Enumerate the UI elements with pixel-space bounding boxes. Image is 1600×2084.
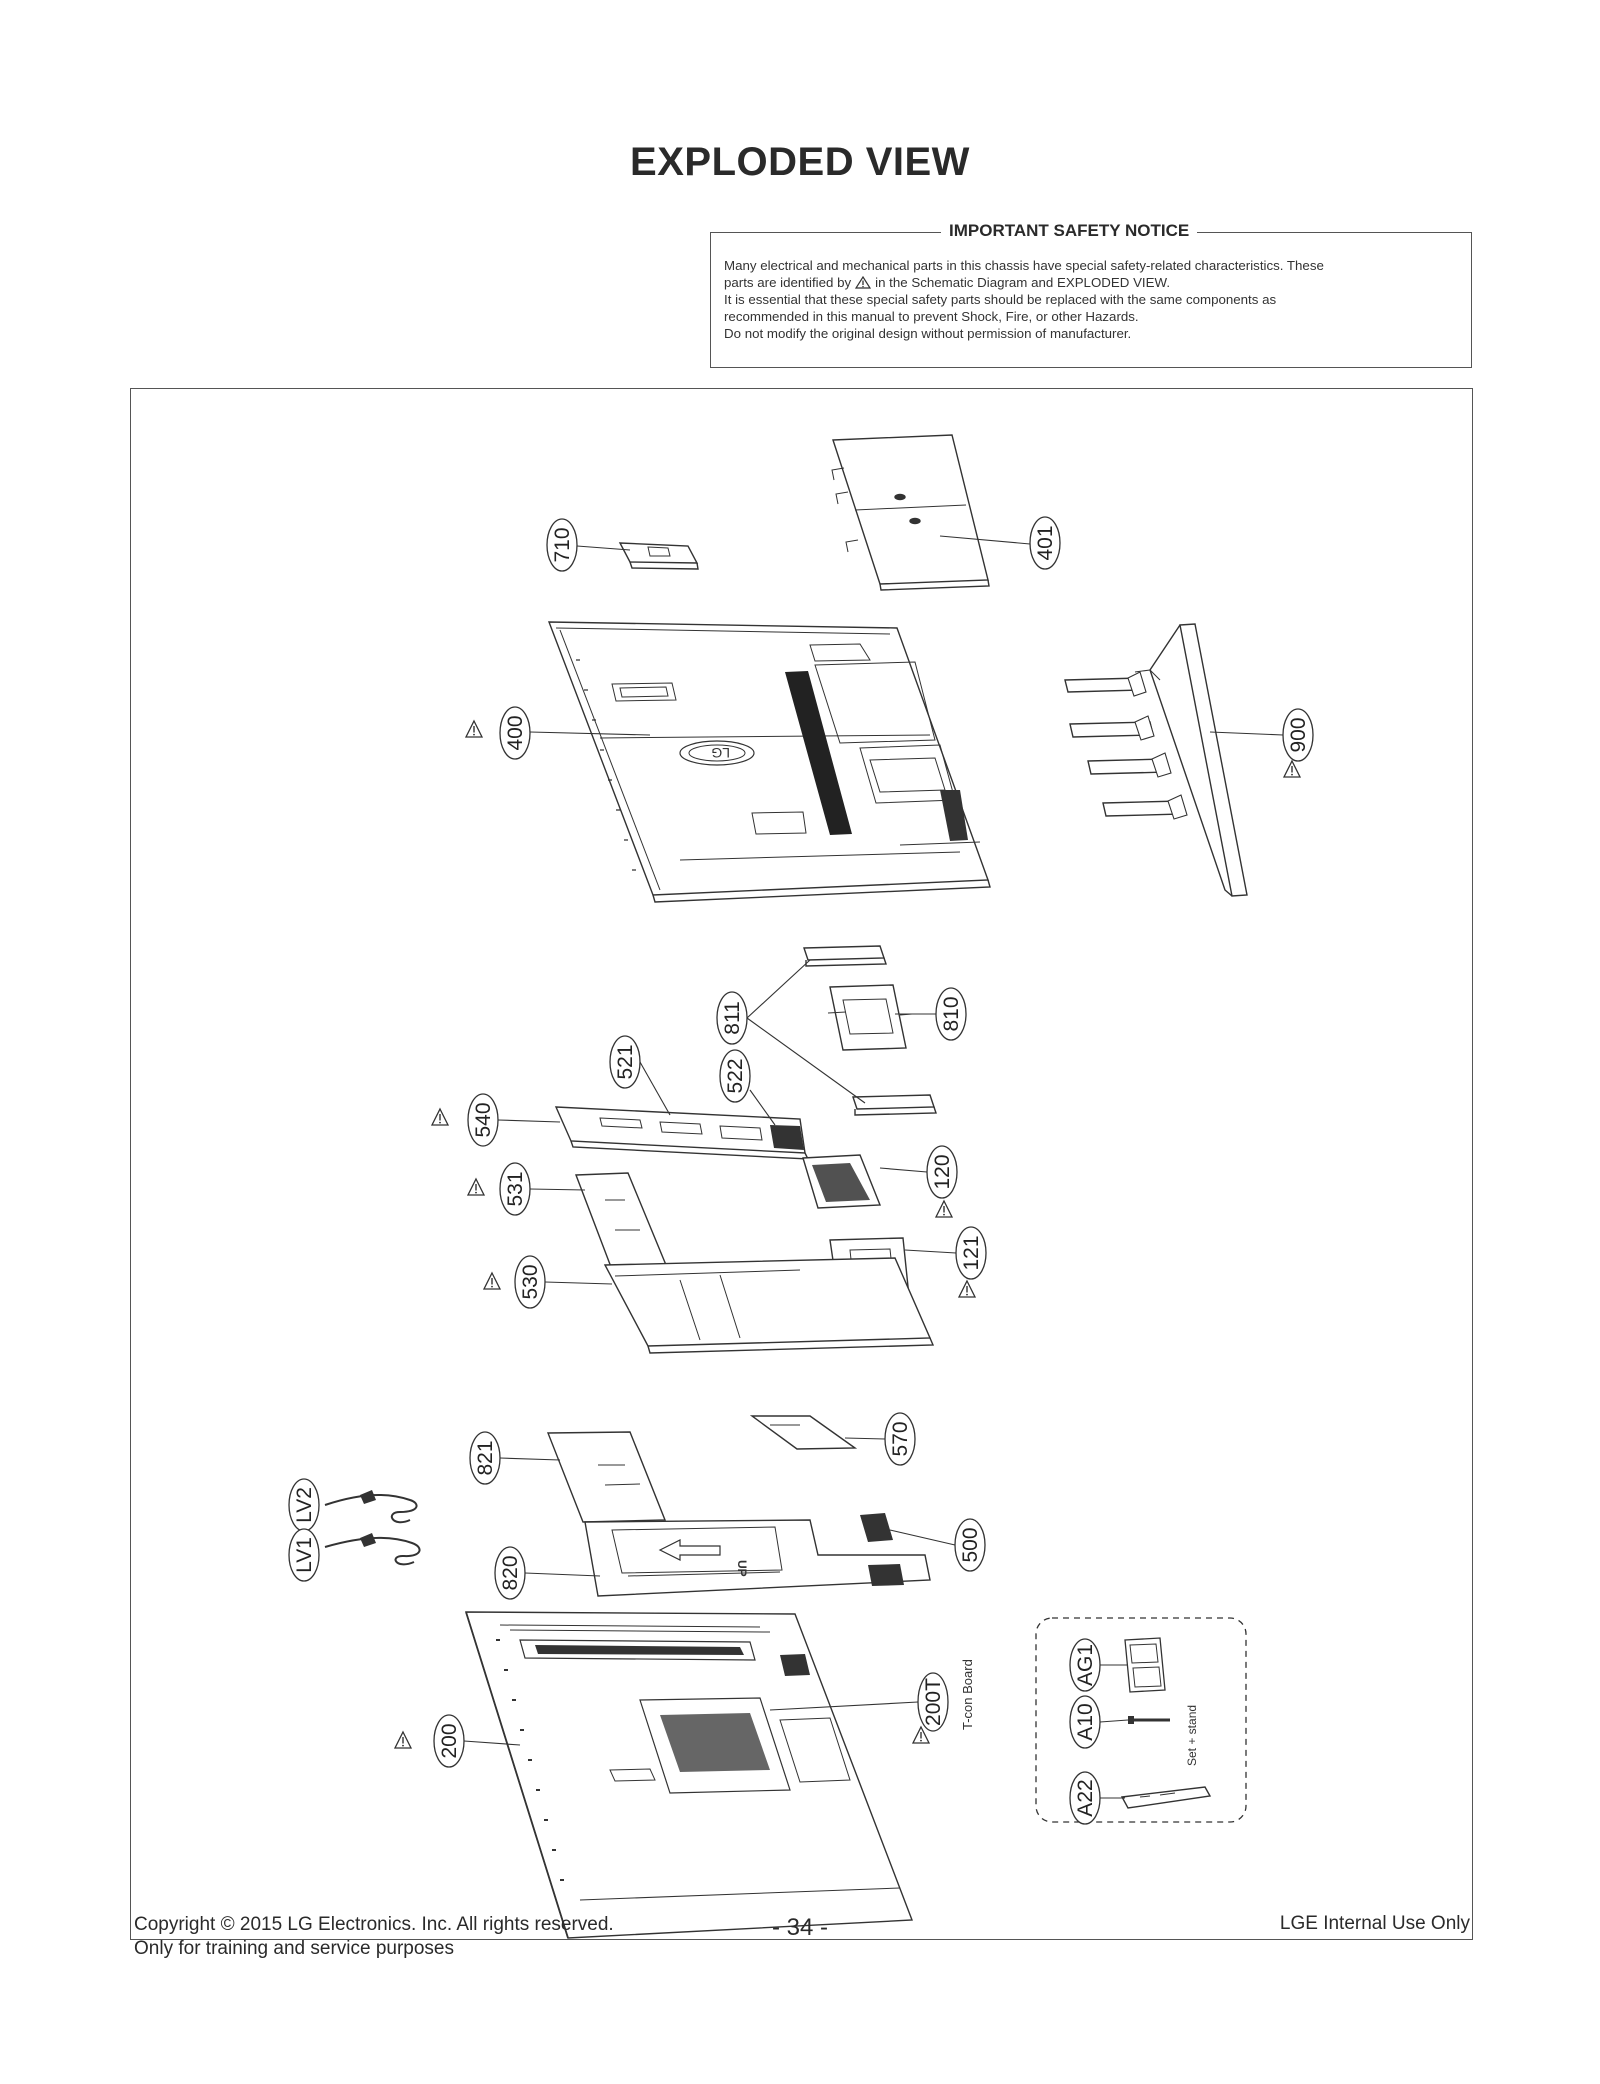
callout-521: 521 (609, 1035, 641, 1089)
page-title: EXPLODED VIEW (630, 140, 970, 184)
callout-120: 120 (926, 1145, 958, 1199)
leader-lines (463, 535, 1284, 1799)
part-710-bracket (618, 542, 699, 570)
up-arrow-label: UP (735, 1560, 749, 1577)
part-570-bracket (749, 1415, 858, 1450)
exploded-view-frame (130, 388, 1473, 1940)
part-120-module (802, 1154, 882, 1209)
notice-line-2-end: in the Schematic Diagram and EXPLODED VI… (875, 275, 1171, 290)
notice-line-2-start: parts are identified by (724, 275, 852, 290)
callout-401: 401 (1029, 516, 1061, 570)
callout-900: 900 (1282, 708, 1314, 762)
svg-text:LV2: LV2 (293, 1487, 316, 1523)
svg-text:810: 810 (940, 996, 963, 1031)
svg-text:401: 401 (1034, 525, 1057, 560)
callout-a22: A22 (1069, 1771, 1101, 1825)
svg-text:820: 820 (499, 1555, 522, 1590)
callout-200t: 200T (917, 1672, 949, 1732)
svg-text:121: 121 (960, 1235, 983, 1270)
notice-line-4: recommended in this manual to prevent Sh… (724, 309, 1139, 324)
callout-530: 530 (514, 1255, 546, 1309)
part-401-cover (831, 434, 990, 591)
part-900-stand (1064, 623, 1248, 897)
tcon-board-label: T-con Board (960, 1659, 975, 1730)
callout-531: 531 (499, 1162, 531, 1216)
part-200-frame (465, 1611, 913, 1939)
svg-text:530: 530 (519, 1264, 542, 1299)
diagram-annotations: T-con Board Set + stand UP (735, 1560, 1199, 1766)
svg-text:120: 120 (931, 1154, 954, 1189)
callout-810: 810 (935, 987, 967, 1041)
notice-line-2: parts are identified by in the Schematic … (724, 274, 1459, 291)
accessories-box (1035, 1617, 1247, 1823)
part-500-component (860, 1513, 893, 1542)
part-lv-cables (324, 1490, 421, 1566)
svg-text:LV1: LV1 (293, 1537, 316, 1573)
callout-121: 121 (955, 1226, 987, 1280)
svg-text:AG1: AG1 (1074, 1644, 1097, 1686)
callout-811: 811 (716, 991, 748, 1045)
notice-line-3: It is essential that these special safet… (724, 292, 1277, 307)
internal-use-text: LGE Internal Use Only (1279, 1913, 1470, 1934)
notice-line-1: Many electrical and mechanical parts in … (724, 258, 1324, 273)
callout-lv2: LV2 (288, 1478, 320, 1532)
callout-ag1: AG1 (1069, 1638, 1101, 1692)
callout-821: 821 (469, 1431, 501, 1485)
svg-text:200: 200 (438, 1723, 461, 1758)
svg-text:710: 710 (551, 527, 574, 562)
svg-text:400: 400 (504, 715, 527, 750)
notice-line-5: Do not modify the original design withou… (724, 326, 1132, 341)
svg-text:900: 900 (1287, 717, 1310, 752)
callout-570: 570 (884, 1412, 916, 1466)
callout-540: 540 (467, 1093, 499, 1147)
callout-400: 400 (499, 706, 531, 760)
part-531-board (574, 1172, 668, 1268)
footer-left: Copyright © 2015 LG Electronics. Inc. Al… (134, 1913, 614, 1961)
callout-500: 500 (954, 1518, 986, 1572)
set-stand-label: Set + stand (1185, 1705, 1199, 1766)
callout-200: 200 (433, 1714, 465, 1768)
svg-text:200T: 200T (922, 1678, 945, 1726)
svg-text:500: 500 (959, 1527, 982, 1562)
svg-text:811: 811 (721, 1001, 744, 1034)
callout-710: 710 (546, 518, 578, 572)
part-810-bracket (827, 984, 913, 1051)
copyright-text: Copyright © 2015 LG Electronics. Inc. Al… (134, 1914, 614, 1935)
svg-text:821: 821 (474, 1440, 497, 1475)
safety-notice-box: IMPORTANT SAFETY NOTICE Many electrical … (710, 221, 1472, 368)
callout-lv1: LV1 (288, 1528, 320, 1582)
svg-text:570: 570 (889, 1421, 912, 1456)
svg-text:540: 540 (472, 1102, 495, 1137)
part-400-back-cover: LG (547, 621, 991, 903)
part-callouts: 710 401 400 900 811 810 521 522 (288, 516, 1314, 1825)
callout-522: 522 (719, 1049, 751, 1103)
part-530-power-board (603, 1257, 935, 1354)
safety-notice-heading: IMPORTANT SAFETY NOTICE (941, 221, 1198, 241)
svg-text:531: 531 (504, 1171, 527, 1206)
svg-text:522: 522 (724, 1058, 747, 1093)
callout-820: 820 (494, 1546, 526, 1600)
svg-text:A22: A22 (1074, 1779, 1097, 1816)
part-540-main-board (554, 1106, 810, 1160)
training-text: Only for training and service purposes (134, 1938, 454, 1959)
part-811-brackets (803, 945, 937, 1116)
page-number: - 34 - (771, 1914, 828, 1941)
svg-text:A10: A10 (1074, 1703, 1097, 1740)
safety-notice-text: Many electrical and mechanical parts in … (724, 257, 1459, 342)
callout-a10: A10 (1069, 1695, 1101, 1749)
warning-triangle-icon (855, 276, 872, 289)
part-821-sheet (546, 1431, 667, 1523)
svg-text:LG: LG (711, 745, 730, 761)
svg-text:521: 521 (614, 1044, 637, 1079)
part-820-sheet (584, 1519, 931, 1597)
